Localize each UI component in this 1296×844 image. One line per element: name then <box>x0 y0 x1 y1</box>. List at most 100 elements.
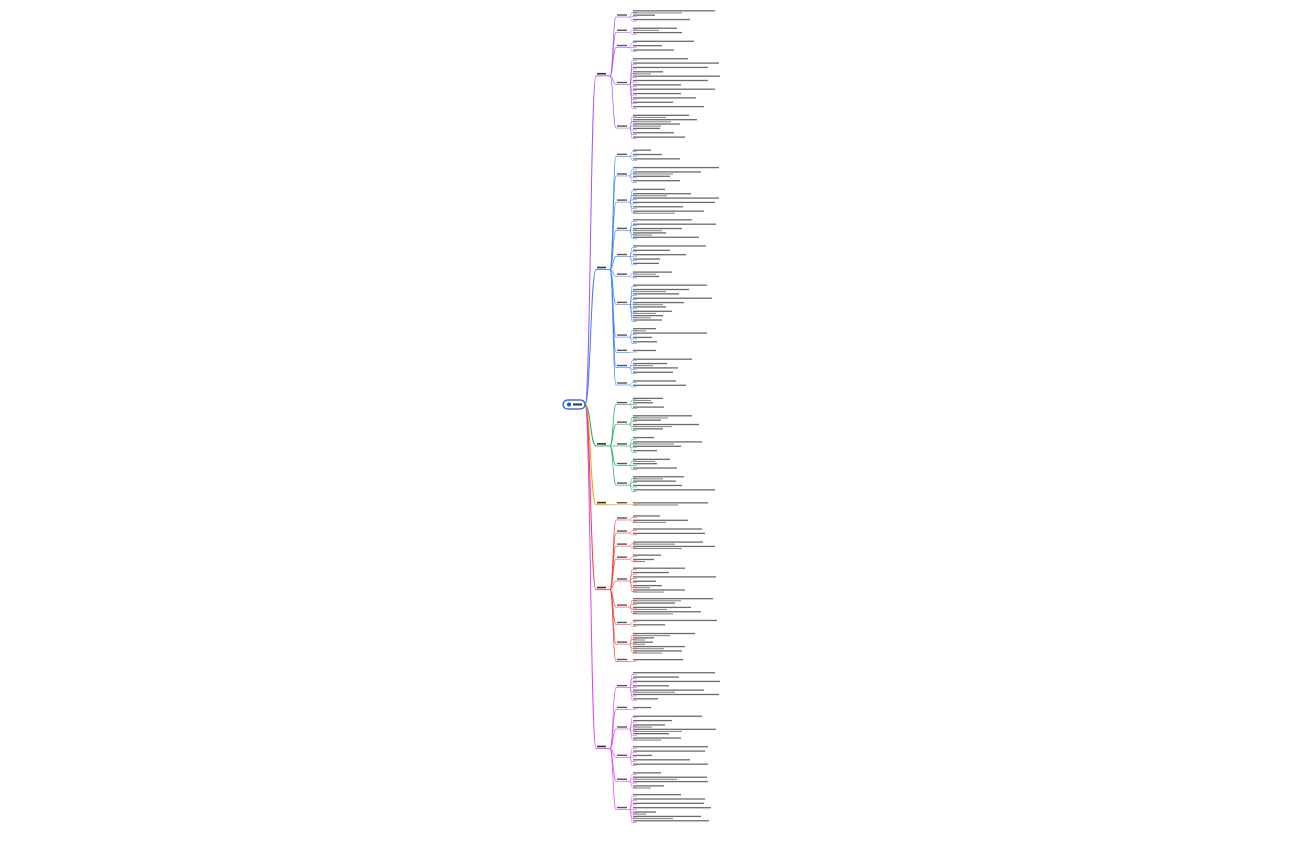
branch-2-group-2[interactable] <box>616 443 630 446</box>
branch-5-group-0-item-6[interactable] <box>632 698 658 700</box>
branch-5-group-5-item-0[interactable] <box>632 794 681 796</box>
branch-1-group-4[interactable] <box>616 254 630 257</box>
branch-1-group-2-item-5[interactable] <box>632 210 704 213</box>
branch-1-group-5-item-1[interactable] <box>632 276 659 278</box>
branch-5-group-3-item-3[interactable] <box>632 759 690 761</box>
branch-1-group-1-item-3[interactable] <box>632 180 680 182</box>
branch-5-group-2-item-4[interactable] <box>632 733 669 735</box>
branch-5-group-0-item-5[interactable] <box>632 694 719 696</box>
branch-0-group-0[interactable] <box>616 14 630 17</box>
branch-0-group-2-item-2[interactable] <box>632 49 674 51</box>
branch-1-group-2-item-0[interactable] <box>632 189 665 191</box>
branch-0-group-3-item-7[interactable] <box>632 89 715 91</box>
branch-5-group-3-item-2[interactable] <box>632 755 652 757</box>
branch-4-group-4-item-4[interactable] <box>632 585 662 588</box>
branch-4-group-3-item-0[interactable] <box>632 554 661 556</box>
branch-0-group-3-item-5[interactable] <box>632 80 708 82</box>
branch-5-group-1-item-0[interactable] <box>632 707 651 709</box>
branch-1-group-5-item-0[interactable] <box>632 271 672 274</box>
branch-4-group-6-item-0[interactable] <box>632 620 717 622</box>
branch-1-group-1[interactable] <box>616 173 630 176</box>
branch-1-group-2-item-2[interactable] <box>632 197 719 199</box>
branch-4-group-3[interactable] <box>616 556 630 559</box>
branch-0-group-3[interactable] <box>616 82 630 85</box>
branch-0-group-4[interactable] <box>616 125 630 128</box>
branch-5-group-0-item-4[interactable] <box>632 689 704 692</box>
branch-0-group-3-item-4[interactable] <box>632 75 720 77</box>
branch-1-group-7-item-3[interactable] <box>632 341 657 343</box>
branch-4-group-4-item-5[interactable] <box>632 589 685 592</box>
branch-4-group-5-item-2[interactable] <box>632 607 691 610</box>
branch-1-group-10-item-0[interactable] <box>632 380 676 382</box>
branch-2-group-4[interactable] <box>616 482 630 485</box>
branch-5-group-5-item-4[interactable] <box>632 811 656 814</box>
branch-4-group-2-item-1[interactable] <box>632 546 715 549</box>
branch-2-group-4-item-0[interactable] <box>632 476 684 479</box>
branch-0-group-0-item-1[interactable] <box>632 15 655 17</box>
branch-1-group-2-item-3[interactable] <box>632 202 715 204</box>
branch-0-group-4-item-0[interactable] <box>632 115 689 118</box>
branch-1-group-2[interactable] <box>616 199 630 202</box>
branch-1-group-0[interactable] <box>616 154 630 157</box>
branch-4-group-0[interactable] <box>616 517 630 520</box>
branch-1-group-4-item-2[interactable] <box>632 254 686 256</box>
branch-4-group-7-item-3[interactable] <box>632 646 685 649</box>
branch-4-group-2-item-0[interactable] <box>632 541 703 544</box>
branch-5-group-2-item-1[interactable] <box>632 720 672 722</box>
branch-5-group-0[interactable] <box>616 685 630 688</box>
branch-5-group-3-item-0[interactable] <box>632 746 708 748</box>
branch-4-group-6[interactable] <box>616 622 630 625</box>
branch-2-group-2-item-2[interactable] <box>632 446 681 448</box>
branch-2-group-1-item-0[interactable] <box>632 415 692 418</box>
branch-1-group-9-item-2[interactable] <box>632 367 678 369</box>
branch-0-group-4-item-1[interactable] <box>632 119 697 122</box>
branch-4-group-7[interactable] <box>616 641 630 644</box>
branch-1-group-4-item-3[interactable] <box>632 258 660 260</box>
branch-0-group-3-item-11[interactable] <box>632 106 704 108</box>
branch-0-group-2[interactable] <box>616 45 630 48</box>
branch-5-group-5-item-1[interactable] <box>632 798 705 800</box>
branch-1-group-3-item-3[interactable] <box>632 232 666 235</box>
branch-3[interactable] <box>596 502 610 505</box>
branch-2-group-4-item-1[interactable] <box>632 480 676 482</box>
branch-5-group-2[interactable] <box>616 726 630 729</box>
branch-4-group-6-item-1[interactable] <box>632 624 665 626</box>
branch-1-group-0-item-1[interactable] <box>632 154 662 156</box>
branch-1-group-9-item-1[interactable] <box>632 363 667 366</box>
branch-4-group-5-item-1[interactable] <box>632 602 675 604</box>
branch-1-group-3-item-4[interactable] <box>632 237 699 239</box>
branch-5-group-2-item-3[interactable] <box>632 729 716 732</box>
branch-2-group-1[interactable] <box>616 421 630 424</box>
branch-0-group-3-item-1[interactable] <box>632 62 719 64</box>
branch-4-group-5[interactable] <box>616 604 630 607</box>
branch-5-group-0-item-3[interactable] <box>632 685 669 687</box>
branch-4-group-0-item-1[interactable] <box>632 520 688 523</box>
branch-2-group-0-item-1[interactable] <box>632 402 653 404</box>
root-node[interactable] <box>563 400 585 409</box>
branch-2-group-0-item-0[interactable] <box>632 398 663 401</box>
branch-4-group-7-item-0[interactable] <box>632 633 695 636</box>
branch-1-group-6-item-7[interactable] <box>632 315 663 318</box>
branch-5-group-4-item-1[interactable] <box>632 777 707 780</box>
branch-0-group-3-item-2[interactable] <box>632 67 708 69</box>
branch-4-group-4-item-3[interactable] <box>632 581 656 583</box>
branch-2-group-3[interactable] <box>616 463 630 466</box>
branch-5-group-4-item-2[interactable] <box>632 781 708 783</box>
branch-5-group-5-item-5[interactable] <box>632 816 701 819</box>
branch-1-group-6[interactable] <box>616 302 630 305</box>
branch-0[interactable] <box>596 73 610 76</box>
branch-1-group-2-item-4[interactable] <box>632 206 683 208</box>
branch-1-group-3-item-0[interactable] <box>632 219 692 221</box>
branch-4-group-8[interactable] <box>616 659 630 662</box>
branch-1-group-9[interactable] <box>616 365 630 368</box>
branch-1-group-9-item-0[interactable] <box>632 359 692 361</box>
branch-5-group-5-item-6[interactable] <box>632 820 709 822</box>
branch-2-group-0-item-2[interactable] <box>632 406 664 408</box>
branch-1-group-3-item-1[interactable] <box>632 224 716 226</box>
branch-0-group-3-item-6[interactable] <box>632 84 681 86</box>
branch-1-group-7-item-0[interactable] <box>632 328 656 331</box>
branch-1-group-6-item-5[interactable] <box>632 306 666 308</box>
branch-1-group-4-item-0[interactable] <box>632 245 706 247</box>
branch-0-group-3-item-10[interactable] <box>632 102 673 104</box>
branch-4-group-5-item-0[interactable] <box>632 598 713 601</box>
